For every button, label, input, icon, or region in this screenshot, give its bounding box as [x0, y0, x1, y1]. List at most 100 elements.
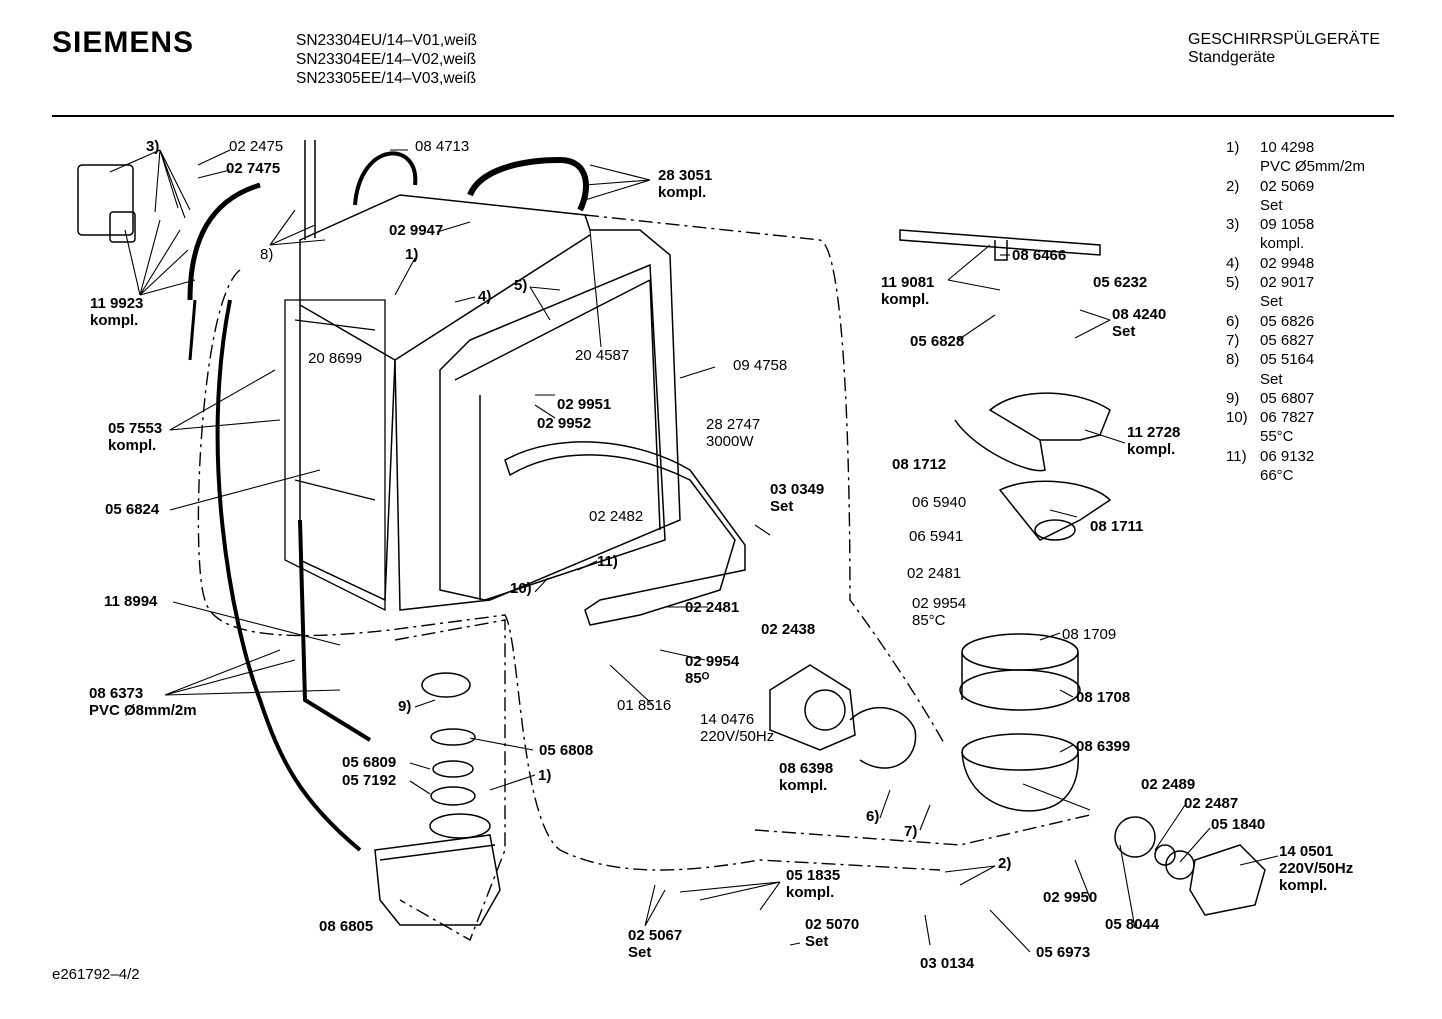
wash-pump-motor [769, 664, 917, 769]
part-label: 10) [510, 580, 532, 597]
aquastop-valve [109, 211, 136, 243]
part-label: 20 8699 [308, 350, 363, 367]
part-label: 08 6805 [319, 918, 374, 935]
legend-key: 1) [1226, 139, 1240, 156]
part-label: 1) [538, 767, 552, 784]
part-label: 03 0134 [920, 955, 975, 972]
part-label: 02 2489 [1141, 776, 1196, 793]
part-label: 5) [514, 277, 528, 294]
part-label: 02 2481 [907, 565, 962, 582]
legend-key: 7) [1226, 331, 1240, 349]
part-label: 02 9954 85ᴼ [685, 653, 740, 687]
aquastop-box [77, 164, 134, 236]
part-label: 11 9081 kompl. [881, 274, 935, 308]
part-label: 02 9952 [537, 415, 592, 432]
legend-value: 02 9948 [1260, 254, 1315, 272]
legend-row: 10)06 7827 55°C [1226, 408, 1365, 447]
part-label: 02 2475 [229, 138, 284, 155]
legend-key: 9) [1226, 389, 1240, 407]
legend-key: 5) [1226, 274, 1240, 292]
part-label: 05 6809 [342, 754, 397, 771]
document-id: e261792–4/2 [52, 966, 140, 983]
part-label: 7) [904, 823, 918, 840]
legend-row: 7) 05 6827 [1226, 331, 1365, 350]
model-list: SN23304EU/14–V01,weiß SN23304EE/14–V02,w… [296, 31, 477, 88]
part-label: 05 1840 [1211, 816, 1266, 833]
spray-arm-hub [994, 240, 1008, 261]
legend-value: 10 4298 PVC Ø5mm/2m [1260, 139, 1366, 176]
legend-key: 10) [1226, 409, 1248, 427]
category-title: GESCHIRRSPÜLGERÄTE [1188, 31, 1381, 48]
legend-value: 05 6807 [1260, 389, 1315, 407]
base-outline [197, 269, 941, 871]
part-label: 02 9950 [1043, 889, 1098, 906]
legend-value: 05 6827 [1260, 331, 1315, 349]
part-label: 08 6399 [1076, 738, 1131, 755]
model-line-2: SN23304EE/14–V02,weiß [296, 51, 477, 68]
part-label: 11 9923 kompl. [90, 295, 144, 329]
drain-pump [1114, 816, 1266, 916]
legend-row: 9) 05 6807 [1226, 389, 1365, 408]
part-label: 08 6398 kompl. [779, 760, 834, 794]
part-label: 02 2481 [685, 599, 740, 616]
model-line-3: SN23305EE/14–V03,weiß [296, 70, 477, 87]
legend-row: 3)09 1058 kompl. [1226, 215, 1365, 254]
filter-housing [959, 633, 1081, 812]
legend-key: 2) [1226, 177, 1240, 195]
part-label: 08 4713 [415, 138, 470, 155]
header-divider [52, 115, 1394, 117]
part-label: 05 6824 [105, 501, 160, 518]
top-spray-tube [467, 156, 589, 212]
legend-row: 6) 05 6826 [1226, 312, 1365, 331]
part-label: 05 6808 [539, 742, 594, 759]
part-label: 11) [597, 553, 618, 570]
legend-value: 05 5164 Set [1260, 351, 1315, 388]
part-label: 02 2487 [1184, 795, 1239, 812]
legend-value: 02 9017 Set [1260, 274, 1315, 311]
part-label: 02 2482 [589, 508, 644, 525]
part-label: 28 3051 kompl. [658, 167, 713, 201]
part-label: 08 6373 PVC Ø8mm/2m [89, 685, 197, 719]
part-label: 08 1708 [1076, 689, 1131, 706]
filter-cup [998, 480, 1112, 541]
part-label: 09 4758 [733, 357, 788, 374]
part-label: 05 6828 [910, 333, 965, 350]
part-label: 08 1711 [1090, 518, 1144, 535]
lower-outline [754, 814, 1091, 846]
legend-key: 8) [1226, 351, 1240, 369]
part-label: 6) [866, 808, 880, 825]
brand-logo: SIEMENS [52, 26, 195, 59]
legend-row: 11)06 9132 66°C [1226, 447, 1365, 486]
part-label: 08 6466 [1012, 247, 1067, 264]
part-label: 06 5941 [909, 528, 964, 545]
tub-body [299, 140, 681, 611]
legend-row: 1) 10 4298 PVC Ø5mm/2m [1226, 138, 1365, 177]
part-label: 08 1709 [1062, 626, 1117, 643]
part-label: 06 5940 [912, 494, 967, 511]
legend-key: 3) [1226, 216, 1240, 234]
legend-key: 6) [1226, 312, 1240, 330]
inlet-hose-2 [188, 299, 197, 361]
legend-row: 5) 02 9017 Set [1226, 273, 1365, 312]
top-hose [353, 151, 418, 206]
filter-screen [954, 419, 1046, 472]
part-label: 02 9954 85°C [912, 595, 967, 629]
part-label: 14 0476 220V/50Hz [700, 711, 775, 745]
heater-element [504, 441, 746, 626]
upper-spray-arm [899, 229, 1101, 256]
part-label: 28 2747 3000W [706, 416, 761, 450]
legend-value: 05 6826 [1260, 312, 1315, 330]
part-label: 08 1712 [892, 456, 947, 473]
inlet-hose [187, 182, 261, 301]
fine-filter [988, 392, 1111, 441]
part-label: 02 7475 [226, 160, 281, 177]
part-label: 11 8994 [104, 593, 158, 610]
part-label: 05 6973 [1036, 944, 1091, 961]
part-label: 9) [398, 698, 412, 715]
part-label: 3) [146, 138, 160, 155]
sump-assembly [374, 672, 501, 926]
part-label: 2) [998, 855, 1012, 872]
part-label: 05 1835 kompl. [786, 867, 841, 901]
part-label: 4) [478, 288, 492, 305]
